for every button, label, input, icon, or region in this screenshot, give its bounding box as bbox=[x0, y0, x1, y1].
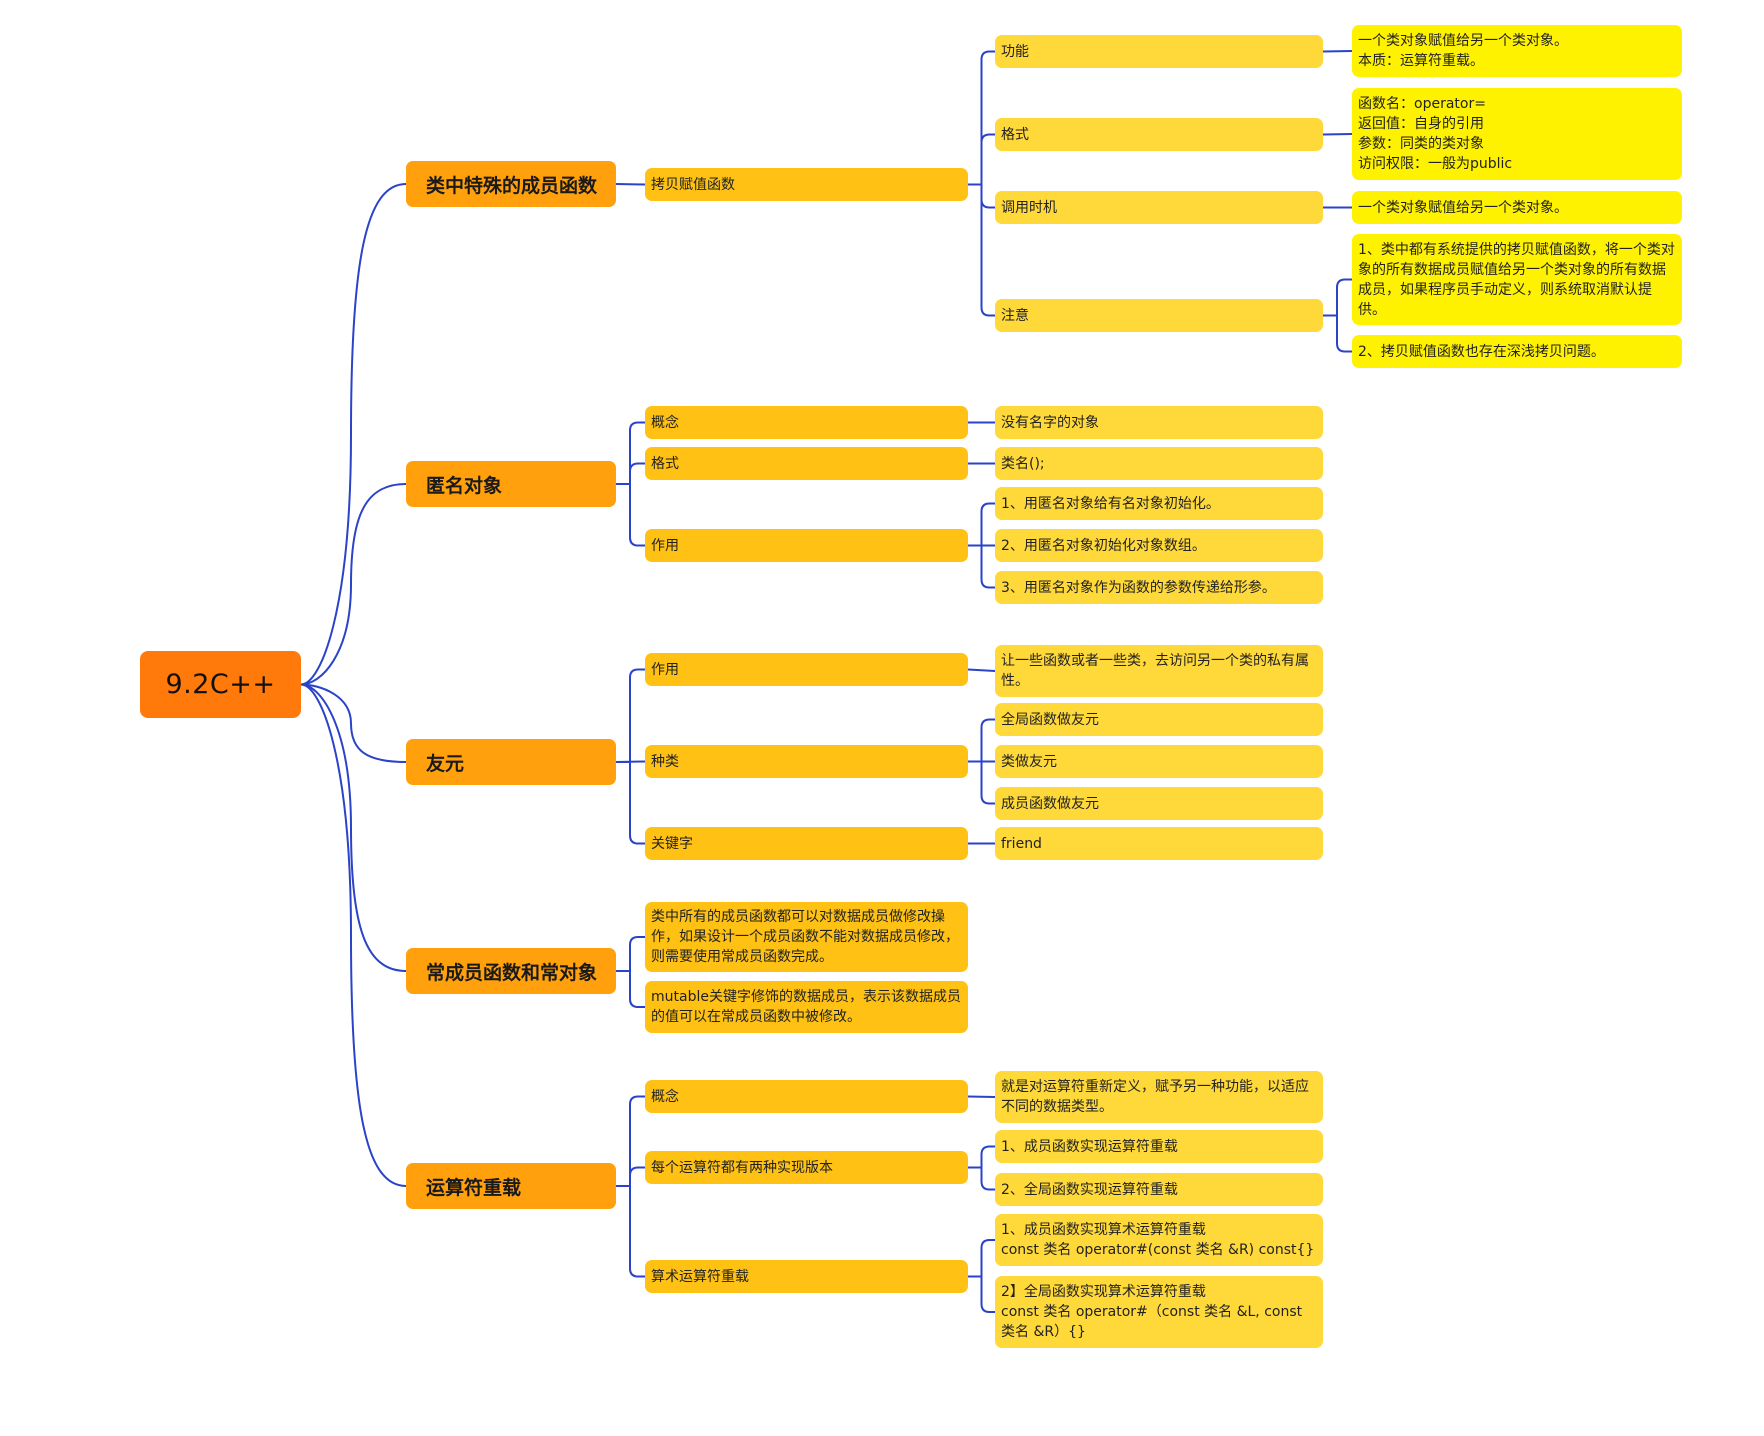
connector-topic-to-detail bbox=[967, 668, 996, 672]
connector-branch-to-topic bbox=[616, 1166, 645, 1187]
topic-format[interactable]: 格式 bbox=[995, 118, 1323, 151]
detail-member-version[interactable]: 1、成员函数实现运算符重载 bbox=[995, 1130, 1323, 1163]
detail-global-arithmetic[interactable]: 2】全局函数实现算术运算符重载 const 类名 operator#（const… bbox=[995, 1276, 1323, 1348]
detail-kind-global-function[interactable]: 全局函数做友元 bbox=[995, 703, 1323, 736]
detail-usage-2[interactable]: 2、用匿名对象初始化对象数组。 bbox=[995, 529, 1323, 562]
topic-kinds[interactable]: 种类 bbox=[645, 745, 968, 778]
detail-function[interactable]: 一个类对象赋值给另一个类对象。 本质：运算符重载。 bbox=[1352, 25, 1682, 77]
topic-mutable[interactable]: mutable关键字修饰的数据成员，表示该数据成员的值可以在常成员函数中被修改。 bbox=[645, 981, 968, 1033]
topic-arithmetic-overload[interactable]: 算术运算符重载 bbox=[645, 1260, 968, 1293]
connector-root-to-branch bbox=[300, 483, 407, 686]
detail-usage[interactable]: 让一些函数或者一些类，去访问另一个类的私有属性。 bbox=[995, 645, 1323, 697]
detail-usage-3[interactable]: 3、用匿名对象作为函数的参数传递给形参。 bbox=[995, 571, 1323, 604]
connector-branch-to-topic bbox=[616, 483, 645, 547]
connector-detail-to-note bbox=[1323, 314, 1352, 353]
connector-branch-to-topic bbox=[616, 970, 645, 1008]
connector-detail-to-note bbox=[1322, 133, 1353, 136]
connector-topic-to-detail bbox=[967, 1095, 996, 1098]
connector-root-to-branch bbox=[300, 683, 407, 763]
connector-topic-to-detail bbox=[968, 183, 995, 317]
connector-topic-to-detail bbox=[968, 1145, 995, 1169]
connector-topic-to-detail bbox=[968, 718, 995, 763]
detail-note-2[interactable]: 2、拷贝赋值函数也存在深浅拷贝问题。 bbox=[1352, 335, 1682, 368]
topic-const-description[interactable]: 类中所有的成员函数都可以对数据成员做修改操作，如果设计一个成员函数不能对数据成员… bbox=[645, 902, 968, 972]
connector-branch-to-topic bbox=[616, 1185, 645, 1278]
connector-branch-to-topic bbox=[616, 421, 645, 485]
connector-root-to-branch bbox=[300, 683, 407, 1187]
connector-topic-to-detail bbox=[968, 1239, 995, 1278]
connector-topic-to-detail bbox=[968, 1275, 995, 1313]
connector-detail-to-note bbox=[1323, 278, 1352, 317]
detail-concept[interactable]: 就是对运算符重新定义，赋予另一种功能，以适应不同的数据类型。 bbox=[995, 1071, 1323, 1123]
branch-anonymous-object[interactable]: 匿名对象 bbox=[406, 461, 616, 507]
detail-global-version[interactable]: 2、全局函数实现运算符重载 bbox=[995, 1173, 1323, 1206]
connector-root-to-branch bbox=[300, 683, 407, 972]
topic-concept[interactable]: 概念 bbox=[645, 406, 968, 439]
detail-kind-member-function[interactable]: 成员函数做友元 bbox=[995, 787, 1323, 820]
connector-branch-to-topic bbox=[616, 462, 645, 485]
topic-concept[interactable]: 概念 bbox=[645, 1080, 968, 1113]
connector-topic-to-detail bbox=[968, 544, 995, 589]
detail-note-1[interactable]: 1、类中都有系统提供的拷贝赋值函数，将一个类对象的所有数据成员赋值给另一个类对象… bbox=[1352, 234, 1682, 325]
topic-function[interactable]: 功能 bbox=[995, 35, 1323, 68]
branch-operator-overloading[interactable]: 运算符重载 bbox=[406, 1163, 616, 1209]
topic-call-timing[interactable]: 调用时机 bbox=[995, 191, 1323, 224]
branch-const-member-function[interactable]: 常成员函数和常对象 bbox=[406, 948, 616, 994]
branch-friend[interactable]: 友元 bbox=[406, 739, 616, 785]
topic-usage[interactable]: 作用 bbox=[645, 653, 968, 686]
connector-branch-to-topic bbox=[616, 761, 645, 845]
connector-branch-to-topic bbox=[616, 936, 645, 972]
topic-usage[interactable]: 作用 bbox=[645, 529, 968, 562]
connector-topic-to-detail bbox=[968, 1166, 995, 1191]
detail-member-arithmetic[interactable]: 1、成员函数实现算术运算符重载 const 类名 operator#(const… bbox=[995, 1214, 1323, 1266]
detail-kind-class[interactable]: 类做友元 bbox=[995, 745, 1323, 778]
root-node[interactable]: 9.2C++ bbox=[140, 651, 301, 718]
connector-detail-to-note bbox=[1322, 50, 1353, 53]
topic-keyword[interactable]: 关键字 bbox=[645, 827, 968, 860]
detail-usage-1[interactable]: 1、用匿名对象给有名对象初始化。 bbox=[995, 487, 1323, 520]
connector-topic-to-detail bbox=[968, 760, 995, 805]
connector-topic-to-detail bbox=[968, 502, 995, 547]
connector-branch-to-topic bbox=[616, 668, 645, 763]
detail-format[interactable]: 类名(); bbox=[995, 447, 1323, 480]
topic-copy-assign-function[interactable]: 拷贝赋值函数 bbox=[645, 168, 968, 201]
topic-format[interactable]: 格式 bbox=[645, 447, 968, 480]
detail-format[interactable]: 函数名：operator= 返回值：自身的引用 参数：同类的类对象 访问权限：一… bbox=[1352, 88, 1682, 180]
topic-notes[interactable]: 注意 bbox=[995, 299, 1323, 332]
branch-special-member-functions[interactable]: 类中特殊的成员函数 bbox=[406, 161, 616, 207]
detail-concept[interactable]: 没有名字的对象 bbox=[995, 406, 1323, 439]
topic-two-versions[interactable]: 每个运算符都有两种实现版本 bbox=[645, 1151, 968, 1184]
detail-call-timing[interactable]: 一个类对象赋值给另一个类对象。 bbox=[1352, 191, 1682, 224]
connector-topic-to-detail bbox=[968, 133, 995, 186]
connector-branch-to-topic bbox=[615, 183, 646, 186]
connector-branch-to-topic bbox=[616, 1095, 645, 1187]
detail-keyword[interactable]: friend bbox=[995, 827, 1323, 860]
connector-topic-to-detail bbox=[968, 50, 995, 186]
connector-root-to-branch bbox=[300, 183, 407, 686]
